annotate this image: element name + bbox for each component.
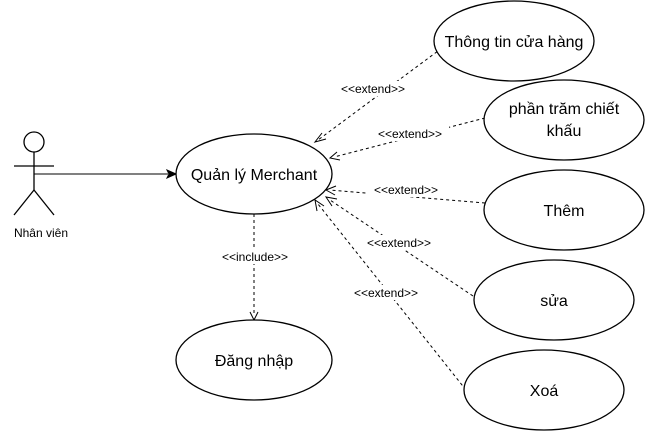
include-edge xyxy=(249,214,259,322)
extend-edge-store-info xyxy=(313,47,443,143)
use-case-sua[interactable]: sửa xyxy=(473,259,635,341)
actor-head xyxy=(23,131,45,153)
use-case-dang-nhap[interactable]: Đăng nhập xyxy=(175,319,333,401)
svg-text:<<extend>>: <<extend>> xyxy=(374,183,438,197)
label-extend-discount: <<extend>> xyxy=(371,126,449,141)
svg-text:khấu: khấu xyxy=(547,123,582,140)
svg-text:<<extend>>: <<extend>> xyxy=(367,236,431,250)
use-case-thong-tin-cua-hang[interactable]: Thông tin cửa hàng xyxy=(433,0,595,82)
label-include: <<include>> xyxy=(212,249,298,264)
label-extend-add: <<extend>> xyxy=(367,182,445,197)
svg-text:<<extend>>: <<extend>> xyxy=(341,82,405,96)
svg-text:Thông tin cửa hàng: Thông tin cửa hàng xyxy=(445,34,584,51)
actor-left-leg xyxy=(13,189,35,216)
use-case-phan-tram-chiet-khau[interactable]: phần trăm chiết khấu xyxy=(483,79,645,161)
svg-text:Thêm: Thêm xyxy=(544,203,585,220)
extend-edge-discount xyxy=(328,117,486,161)
actor-nhan-vien[interactable]: Nhân viên xyxy=(13,131,68,240)
label-extend-edit: <<extend>> xyxy=(360,235,438,250)
extend-edge-delete xyxy=(314,198,467,391)
actor-label: Nhân viên xyxy=(14,226,68,240)
label-extend-store-info: <<extend>> xyxy=(334,81,412,96)
label-extend-delete: <<extend>> xyxy=(347,285,425,300)
use-case-them[interactable]: Thêm xyxy=(483,169,645,251)
svg-text:Đăng nhập: Đăng nhập xyxy=(215,353,293,370)
svg-text:<<extend>>: <<extend>> xyxy=(354,286,418,300)
svg-text:sửa: sửa xyxy=(540,293,568,310)
svg-text:<<extend>>: <<extend>> xyxy=(378,127,442,141)
svg-text:phần trăm chiết: phần trăm chiết xyxy=(509,101,620,118)
use-case-xoa[interactable]: Xoá xyxy=(463,349,625,431)
svg-text:<<include>>: <<include>> xyxy=(222,250,288,264)
actor-right-leg xyxy=(33,189,55,216)
svg-text:Xoá: Xoá xyxy=(530,383,559,400)
use-case-quan-ly-merchant[interactable]: Quản lý Merchant xyxy=(175,133,333,215)
svg-text:Quản lý Merchant: Quản lý Merchant xyxy=(191,167,318,184)
association-edge xyxy=(34,168,178,180)
